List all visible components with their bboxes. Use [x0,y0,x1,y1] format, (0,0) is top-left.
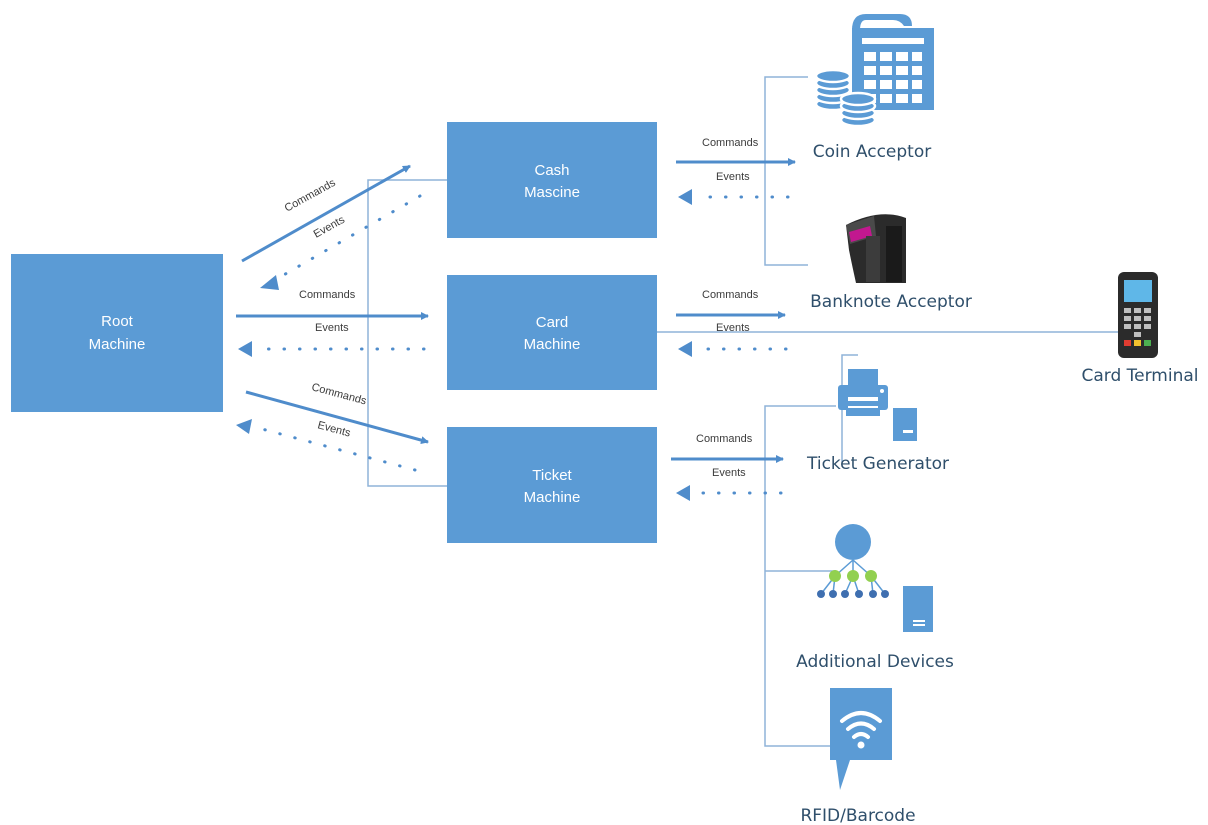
root-ticket-commands-label: Commands [310,381,368,407]
event-arrowhead-cash [678,189,692,205]
event-arrowhead-ticket [676,485,690,501]
ticket-machine-label-line2: Machine [524,489,581,506]
rfid-barcode-label: RFID/Barcode [800,806,915,825]
cash-machine-label-line1: Cash [534,162,569,179]
card-machine-box: Card Machine [447,275,657,390]
root-machine-label-line1: Root [101,313,134,330]
wireless-tag-icon [830,688,892,790]
connector-lines [367,76,1118,747]
card-events-label: Events [716,322,750,334]
root-card-commands-label: Commands [299,289,356,301]
ticket-commands-label: Commands [696,433,753,445]
cash-devices-line [764,76,808,266]
event-arrows [254,194,790,495]
network-tree-icon [817,524,933,632]
additional-devices-label: Additional Devices [796,652,954,672]
command-arrows [236,158,796,463]
cash-machine-box: Cash Mascine [447,122,657,238]
ticket-devices-line [764,405,836,747]
event-arrowheads [236,189,692,501]
root-card-events-label: Events [315,322,349,334]
card-machine-label-line1: Card [536,314,569,331]
ticket-events-label: Events [712,467,746,479]
card-terminal-label: Card Terminal [1081,366,1198,386]
banknote-acceptor-label: Banknote Acceptor [810,292,972,312]
bill-validator-icon [846,214,906,283]
root-cash-commands-label: Commands [283,177,338,215]
card-machine-label-line2: Machine [524,336,581,353]
cash-commands-label: Commands [702,137,759,149]
root-machine-label-line2: Machine [89,336,146,353]
ticket-generator-branch [841,354,858,462]
root-to-cash-command-arrow [241,164,411,263]
ticket-machine-box: Ticket Machine [447,427,657,543]
root-to-ticket-command-arrow [245,390,429,445]
machine-bus-line [367,179,447,487]
event-arrowhead-root-card [238,341,252,357]
ticket-machine-label-line1: Ticket [532,467,572,484]
pos-terminal-icon [1118,272,1158,358]
cash-machine-label-line2: Mascine [524,184,580,201]
coin-acceptor-label: Coin Acceptor [813,142,932,162]
ticket-to-root-event-dots [260,427,417,472]
cash-to-root-event-dots [273,194,422,282]
event-arrowhead-root-ticket [236,419,252,434]
printer-icon [838,369,917,441]
root-ticket-events-label: Events [316,419,352,439]
card-commands-label: Commands [702,289,759,301]
event-arrowhead-root-cash [260,275,279,290]
calculator-coins-icon [814,14,934,128]
root-machine-box: Root Machine [11,254,223,412]
cash-events-label: Events [716,171,750,183]
ticket-generator-label: Ticket Generator [806,454,949,474]
event-arrowhead-card [678,341,692,357]
